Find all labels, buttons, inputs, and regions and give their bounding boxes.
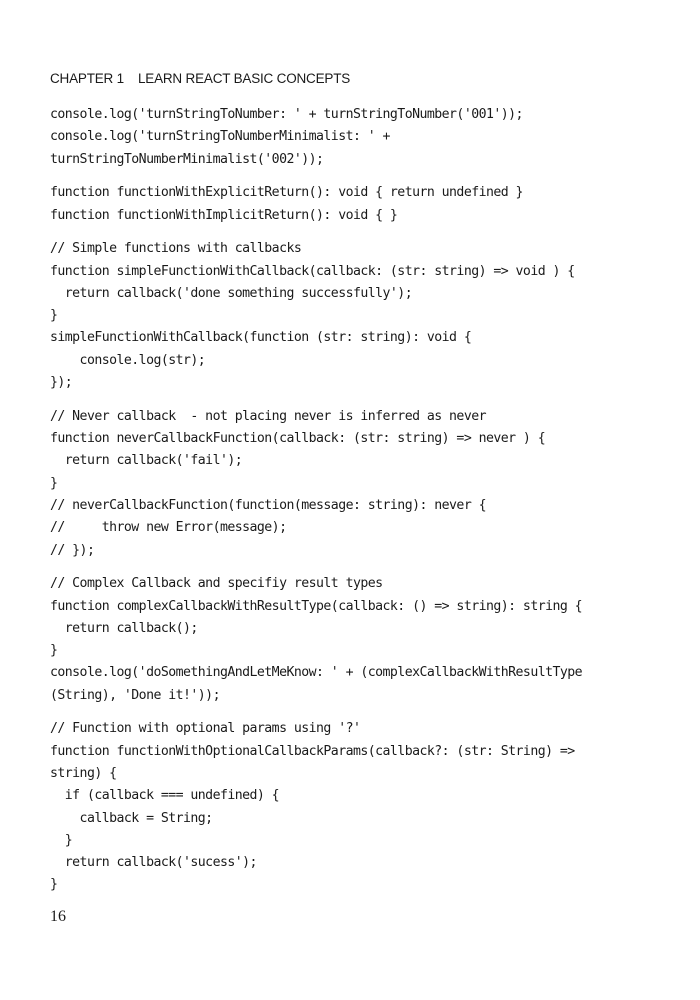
- code-block-gap: [50, 394, 680, 405]
- code-line: function complexCallbackWithResultType(c…: [50, 598, 583, 614]
- code-line: // });: [50, 542, 95, 558]
- code-line: function functionWithOptionalCallbackPar…: [50, 743, 575, 759]
- code-line: if (callback === undefined) {: [50, 788, 280, 804]
- code-listing: console.log('turnStringToNumber: ' + tur…: [50, 104, 680, 897]
- code-line: function simpleFunctionWithCallback(call…: [50, 263, 575, 279]
- code-line: function neverCallbackFunction(callback:…: [50, 431, 546, 447]
- code-line: return callback('fail');: [50, 453, 243, 469]
- code-line: turnStringToNumberMinimalist('002'));: [50, 151, 324, 167]
- code-line: // Never callback - not placing never is…: [50, 408, 487, 424]
- code-line: // throw new Error(message);: [50, 520, 287, 536]
- code-line: return callback('done something successf…: [50, 285, 413, 301]
- code-line: console.log('doSomethingAndLetMeKnow: ' …: [50, 665, 583, 681]
- code-line: }: [50, 832, 73, 848]
- code-block-gap: [50, 227, 680, 238]
- code-line: }: [50, 308, 58, 324]
- code-line: function functionWithImplicitReturn(): v…: [50, 207, 398, 223]
- code-line: }: [50, 643, 58, 659]
- code-line: // Simple functions with callbacks: [50, 241, 302, 257]
- code-line: callback = String;: [50, 810, 214, 826]
- code-line: string) {: [50, 765, 117, 781]
- code-line: (String), 'Done it!'));: [50, 687, 221, 703]
- code-line: console.log('turnStringToNumber: ' + tur…: [50, 107, 523, 122]
- code-line: return callback('sucess');: [50, 855, 258, 871]
- chapter-label: CHAPTER 1: [50, 71, 124, 86]
- code-block-gap: [50, 171, 680, 182]
- code-line: function functionWithExplicitReturn(): v…: [50, 185, 523, 201]
- code-line: return callback();: [50, 620, 199, 636]
- code-line: // Complex Callback and specifiy result …: [50, 576, 383, 592]
- code-line: });: [50, 375, 73, 391]
- code-block-gap: [50, 707, 680, 718]
- running-head: CHAPTER 1 LEARN REACT BASIC CONCEPTS: [50, 71, 350, 86]
- code-line: simpleFunctionWithCallback(function (str…: [50, 330, 472, 346]
- code-line: console.log(str);: [50, 352, 206, 368]
- code-line: }: [50, 877, 58, 893]
- page-number: 16: [50, 908, 66, 925]
- code-block-gap: [50, 562, 680, 573]
- chapter-title: LEARN REACT BASIC CONCEPTS: [137, 71, 351, 86]
- code-line: // neverCallbackFunction(function(messag…: [50, 497, 487, 513]
- code-line: console.log('turnStringToNumberMinimalis…: [50, 129, 390, 145]
- code-line: // Function with optional params using '…: [50, 721, 361, 737]
- code-line: }: [50, 475, 58, 491]
